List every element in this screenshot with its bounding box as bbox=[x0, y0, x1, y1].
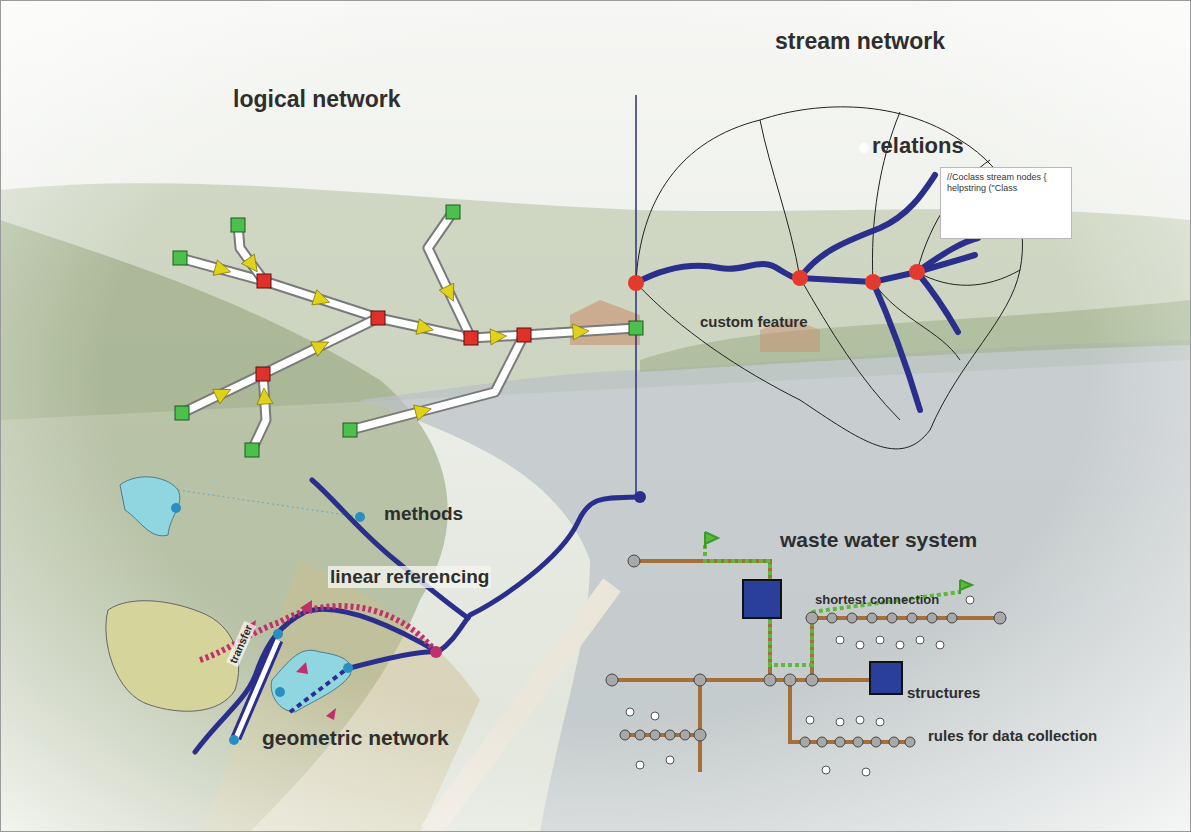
logical-edge bbox=[252, 374, 266, 450]
flow-arrow bbox=[416, 319, 435, 338]
logical-edge bbox=[264, 281, 378, 318]
concept-label: structures bbox=[907, 684, 980, 701]
code-popup-box: //Coclass stream nodes { helpstring ("Cl… bbox=[940, 167, 1072, 239]
logical-edge-outline bbox=[264, 281, 378, 318]
section-title: logical network bbox=[233, 86, 400, 112]
logical-edge-outline bbox=[252, 374, 266, 450]
flow-arrow bbox=[213, 260, 233, 280]
logical-edge-outline bbox=[350, 335, 524, 430]
concept-label: methods bbox=[384, 503, 463, 525]
end-square bbox=[343, 423, 357, 437]
end-square bbox=[175, 406, 189, 420]
logical-edge bbox=[350, 335, 524, 430]
flow-arrow bbox=[490, 328, 507, 345]
concept-label: linear referencing bbox=[328, 566, 491, 588]
section-title: waste water system bbox=[780, 528, 977, 552]
flow-arrow bbox=[414, 401, 434, 421]
concept-label: shortest connection bbox=[815, 593, 939, 608]
concept-label: custom feature bbox=[700, 313, 808, 330]
logical-edge-outline bbox=[238, 225, 264, 281]
flow-arrow bbox=[311, 335, 332, 356]
end-square bbox=[446, 205, 460, 219]
flow-arrow bbox=[256, 387, 273, 404]
flow-arrow bbox=[213, 382, 234, 403]
logical-edge-outline bbox=[428, 212, 471, 338]
end-square bbox=[629, 321, 643, 335]
concept-label: rules for data collection bbox=[928, 727, 1097, 744]
section-title: geometric network bbox=[262, 726, 449, 750]
junction-square bbox=[464, 331, 478, 345]
section-title: stream network bbox=[775, 28, 945, 54]
logical-edge-outline bbox=[182, 374, 263, 413]
end-square bbox=[231, 218, 245, 232]
code-text: //Coclass stream nodes { helpstring ("Cl… bbox=[947, 172, 1065, 195]
logical-edge bbox=[182, 374, 263, 413]
flow-arrow bbox=[439, 283, 460, 304]
logical-edge-outline bbox=[263, 318, 378, 374]
flow-arrow bbox=[241, 254, 263, 276]
logical-edge bbox=[238, 225, 264, 281]
flow-arrow bbox=[573, 323, 590, 340]
logical-edge bbox=[263, 318, 378, 374]
junction-square bbox=[256, 367, 270, 381]
concept-label: relations bbox=[872, 133, 964, 158]
junction-square bbox=[371, 311, 385, 325]
end-square bbox=[173, 251, 187, 265]
end-square bbox=[245, 443, 259, 457]
junction-square bbox=[517, 328, 531, 342]
flow-arrow bbox=[312, 290, 332, 310]
logical-edge bbox=[428, 212, 471, 338]
junction-square bbox=[257, 274, 271, 288]
